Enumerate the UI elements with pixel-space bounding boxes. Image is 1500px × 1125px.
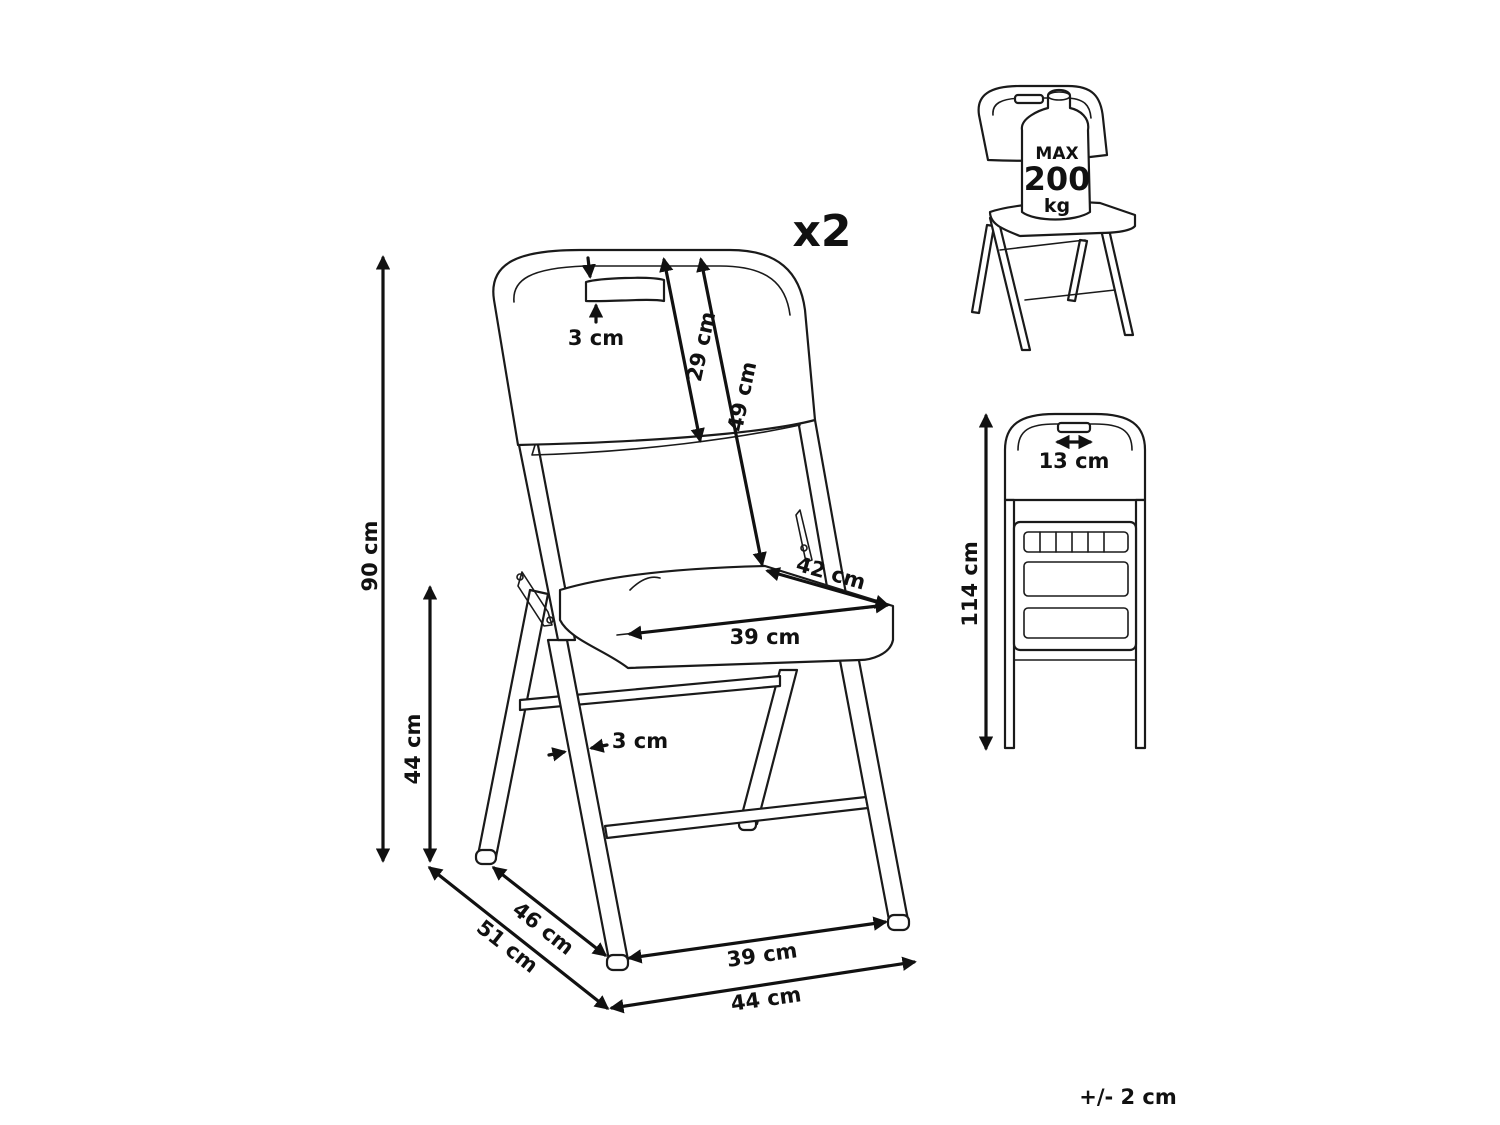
inset-front-left-leg [988,216,1032,352]
right-hinge-bracket [795,509,813,563]
seat-width-label: 39 cm [730,625,801,649]
max-load-chair-inset: MAX 200 kg [970,84,1137,352]
seat-width-arrow [627,599,890,640]
max-load-line2: 200 [1024,160,1091,198]
inset-middle-stretcher [999,239,1086,251]
hinge-rivet [546,616,554,624]
carry-handle-slot [584,276,666,303]
folded-seat-front [1023,607,1129,639]
weight-top [1047,91,1071,101]
folded-seat-ribs [1023,531,1129,553]
front-right-foot [886,913,911,932]
seat-notch [629,576,661,591]
hinge-rivet [516,573,524,581]
backrest-bottom-edge [531,424,801,456]
folded-left-leg [1003,498,1016,750]
inset-rear-right-leg [1066,238,1089,303]
left-hinge-bracket [517,571,553,627]
folded-handle-slot [1056,421,1092,434]
handle-top-arrow [581,256,596,279]
leg-thickness-label: 3 cm [612,729,668,753]
front-left-leg [546,638,630,962]
folded-seat-grid [1023,561,1129,597]
foot-stretcher [603,795,870,840]
front-left-foot [605,953,630,972]
seat-height-label: 44 cm [401,714,425,785]
front-right-leg [836,648,910,922]
backrest-height-arrow [659,257,705,443]
seat-to-top-arrow [696,257,767,567]
folded-backrest [1003,412,1147,502]
hinge-rivet [800,544,808,552]
handle-height-label: 3 cm [568,326,624,350]
leg-thickness-arrow-left [547,747,567,762]
dimension-lines [375,255,917,1014]
inset-front-right-leg [1098,223,1135,337]
quantity-label: x2 [793,206,852,257]
inner-width-arrow [627,916,888,964]
inset-rear-left-leg [970,223,996,315]
max-load-line3: kg [1044,195,1070,217]
handle-width-label: 13 cm [1039,449,1110,473]
folded-chair-inset: 114 cm 13 cm [958,412,1147,751]
total-width-arrow [609,956,917,1014]
tolerance-label: +/- 2 cm [1079,1085,1177,1109]
total-height-label: 90 cm [358,521,382,592]
inset-backrest-inner-contour [992,97,1092,119]
leg-thickness-arrow-right [589,738,609,753]
rear-left-foot [474,848,498,866]
weight-icon [1020,88,1092,221]
max-load-line1: MAX [1035,144,1078,164]
inset-handle-slot [1013,93,1045,105]
rear-left-leg [476,588,550,859]
rear-right-leg [738,668,799,826]
folded-seat-panel [1012,520,1138,652]
folded-right-leg [1134,498,1147,750]
middle-stretcher [518,674,782,712]
inset-foot-stretcher [1024,289,1116,301]
folded-height-label: 114 cm [958,541,982,626]
total-depth-arrow [427,866,610,1010]
